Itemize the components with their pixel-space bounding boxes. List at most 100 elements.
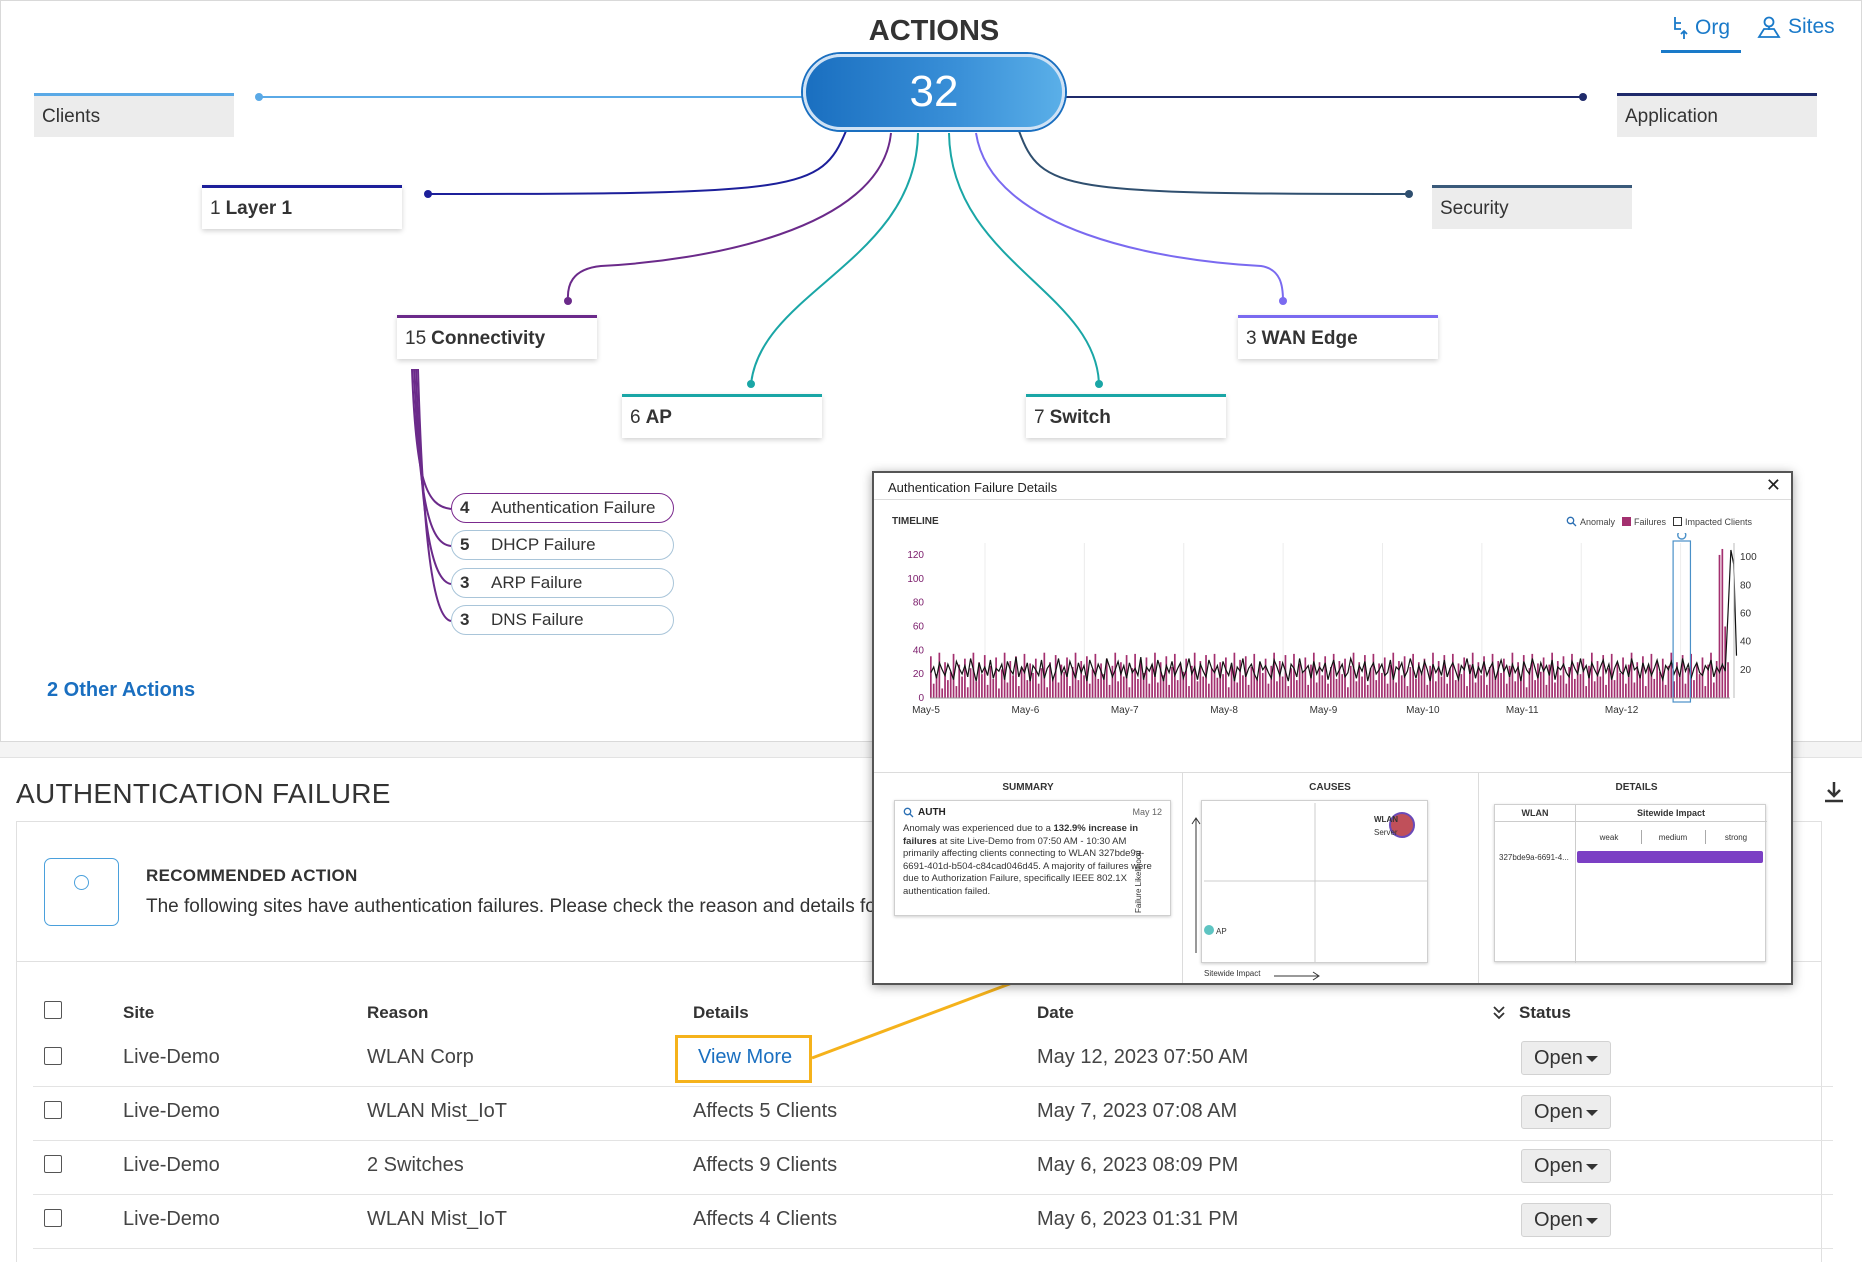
failure-bar bbox=[1477, 662, 1480, 698]
failure-bar bbox=[1446, 683, 1449, 698]
y-right-tick-label: 40 bbox=[1740, 637, 1752, 648]
failure-bar bbox=[1622, 657, 1624, 698]
failure-bar bbox=[1100, 663, 1102, 698]
causes-y-axis-label: Failure Likelihood bbox=[1134, 850, 1143, 913]
row-divider bbox=[33, 1194, 1833, 1195]
failure-bar bbox=[981, 674, 983, 698]
failure-bar bbox=[1625, 683, 1627, 698]
failure-bar bbox=[1293, 653, 1295, 698]
failure-bar bbox=[1111, 665, 1114, 698]
failure-bar bbox=[1562, 656, 1565, 698]
failure-bar bbox=[1190, 665, 1193, 698]
failure-bar bbox=[1559, 675, 1562, 698]
failure-bar bbox=[1083, 675, 1085, 698]
x-tick-label: May-10 bbox=[1406, 705, 1440, 716]
sort-descending-icon[interactable] bbox=[1491, 1004, 1507, 1020]
column-header-date[interactable]: Date bbox=[1037, 1003, 1074, 1022]
failure-bar bbox=[1409, 667, 1412, 698]
column-header-details[interactable]: Details bbox=[693, 1003, 749, 1022]
failure-bar bbox=[1117, 681, 1119, 698]
causes-quadrant-chart bbox=[1204, 803, 1427, 962]
x-tick-label: May-11 bbox=[1506, 705, 1539, 716]
failure-bar bbox=[1185, 658, 1188, 698]
status-dropdown[interactable]: Open bbox=[1521, 1203, 1611, 1237]
anomaly-highlight bbox=[1672, 540, 1692, 703]
failure-bar bbox=[1375, 680, 1378, 698]
failure-bar bbox=[1017, 686, 1020, 698]
failure-bar bbox=[1122, 676, 1125, 698]
view-more-link[interactable]: View More bbox=[698, 1046, 793, 1068]
status-dropdown[interactable]: Open bbox=[1521, 1041, 1611, 1075]
causes-axes-arrows bbox=[1191, 817, 1201, 953]
close-icon[interactable]: ✕ bbox=[1765, 475, 1781, 495]
failure-bar bbox=[1267, 683, 1270, 698]
cell-site: Live-Demo bbox=[123, 1046, 220, 1068]
column-header-reason[interactable]: Reason bbox=[367, 1003, 429, 1022]
anomaly-search-icon bbox=[1566, 516, 1577, 527]
failure-bar bbox=[964, 658, 966, 698]
row-checkbox[interactable] bbox=[44, 1047, 62, 1065]
status-dropdown[interactable]: Open bbox=[1521, 1095, 1611, 1129]
legend-anomaly: Anomaly bbox=[1580, 516, 1616, 527]
failure-bar bbox=[1423, 658, 1426, 698]
failure-bar bbox=[1653, 678, 1656, 698]
wlan-cause-bubble[interactable] bbox=[1389, 812, 1415, 838]
row-checkbox[interactable] bbox=[44, 1101, 62, 1119]
row-checkbox[interactable] bbox=[44, 1155, 62, 1173]
failure-bar bbox=[1647, 667, 1650, 698]
select-all-checkbox[interactable] bbox=[44, 1001, 62, 1019]
x-tick-label: May-12 bbox=[1605, 705, 1639, 716]
failure-bar bbox=[1463, 657, 1466, 698]
failure-bar bbox=[1202, 676, 1205, 698]
failure-bar bbox=[1517, 662, 1519, 698]
failure-bar bbox=[1369, 668, 1372, 698]
failure-bar bbox=[1556, 661, 1559, 698]
failure-bar bbox=[1210, 668, 1213, 698]
recommended-action-text: The following sites have authentication … bbox=[146, 896, 876, 917]
category-clients[interactable]: Clients bbox=[34, 93, 234, 137]
legend-failures-swatch bbox=[1622, 517, 1632, 526]
cell-date: May 12, 2023 07:50 AM bbox=[1037, 1046, 1249, 1068]
failure-bar bbox=[1216, 677, 1219, 698]
failure-bar bbox=[966, 687, 969, 698]
total-actions-count[interactable]: 32 bbox=[803, 54, 1065, 130]
failure-bar bbox=[1318, 662, 1321, 698]
download-icon[interactable] bbox=[1823, 780, 1845, 804]
category-security[interactable]: Security bbox=[1432, 185, 1632, 229]
column-header-site[interactable]: Site bbox=[123, 1003, 155, 1022]
x-axis-arrow-icon bbox=[1274, 971, 1320, 981]
row-checkbox[interactable] bbox=[44, 1209, 62, 1227]
status-dropdown[interactable]: Open bbox=[1521, 1149, 1611, 1183]
causes-card: WLAN Server AP bbox=[1201, 800, 1428, 963]
failure-bar bbox=[1389, 664, 1392, 698]
sites-scope-button[interactable]: Sites bbox=[1756, 15, 1835, 39]
column-header-status[interactable]: Status bbox=[1519, 1003, 1571, 1022]
org-scope-button[interactable]: Org bbox=[1671, 15, 1730, 41]
failure-bar bbox=[1525, 687, 1528, 698]
other-actions-link[interactable]: 2 Other Actions bbox=[47, 679, 196, 701]
impact-medium-label: medium bbox=[1658, 833, 1688, 842]
failure-bar bbox=[1534, 680, 1536, 698]
failure-bar bbox=[1128, 687, 1131, 698]
ap-cause-bubble[interactable] bbox=[1204, 925, 1214, 935]
y-right-tick-label: 60 bbox=[1740, 608, 1752, 619]
failure-bar bbox=[1330, 667, 1332, 698]
category-application[interactable]: Application bbox=[1617, 93, 1817, 137]
failure-bar bbox=[1573, 678, 1576, 698]
failure-bar bbox=[1466, 686, 1468, 698]
legend-failures: Failures bbox=[1634, 516, 1667, 527]
x-tick-label: May-8 bbox=[1210, 705, 1238, 716]
failure-bar bbox=[1633, 682, 1636, 698]
failure-bar bbox=[1406, 686, 1409, 698]
subaction-label: ARP Failure bbox=[491, 573, 583, 592]
y-right-tick-label: 100 bbox=[1740, 552, 1757, 563]
